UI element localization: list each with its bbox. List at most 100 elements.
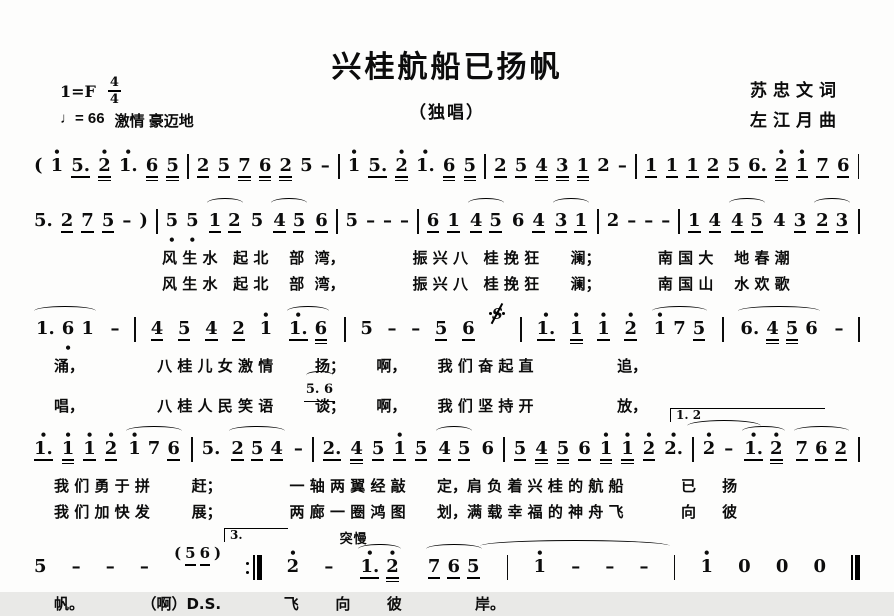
slur-group: 7 6 5 bbox=[425, 544, 482, 590]
note: 1 bbox=[665, 149, 679, 189]
duration-underlines bbox=[270, 459, 283, 466]
note: 5 bbox=[434, 312, 448, 352]
duration-underlines bbox=[665, 176, 679, 183]
note-digit: 1 bbox=[347, 155, 361, 176]
octave-dot-above: • bbox=[39, 428, 48, 442]
note-digit: 1 bbox=[665, 155, 679, 176]
duration-underlines bbox=[34, 459, 53, 466]
duration-underlines bbox=[686, 176, 699, 183]
octave-dot-below: • bbox=[168, 233, 176, 247]
slur-group: 4 5 bbox=[271, 198, 308, 244]
note: 2 bbox=[494, 149, 507, 189]
note: 6 bbox=[481, 432, 494, 472]
note: 3 bbox=[835, 204, 849, 244]
duration-underlines bbox=[104, 459, 118, 466]
note-digit: 5 bbox=[513, 438, 527, 459]
slur-group: 1. 6• 1 bbox=[34, 306, 96, 354]
duration-underlines bbox=[368, 176, 388, 183]
underline bbox=[556, 459, 570, 461]
barline bbox=[673, 555, 676, 580]
note: 5 bbox=[414, 432, 428, 472]
underline bbox=[624, 339, 637, 341]
note-digit: 4 bbox=[532, 210, 545, 231]
note-digit: 5 bbox=[34, 556, 47, 577]
note-digit: 2 bbox=[606, 210, 620, 231]
duration-underlines bbox=[570, 339, 583, 346]
duration-dash: – bbox=[627, 210, 637, 231]
note-digit: 5 bbox=[457, 438, 471, 459]
note: 6 bbox=[462, 312, 475, 352]
note-digit: 5 bbox=[727, 155, 741, 176]
note: •1 bbox=[83, 429, 96, 472]
underline bbox=[570, 342, 583, 345]
note-digit: 6 bbox=[805, 318, 818, 339]
note-digit: 1 bbox=[128, 438, 141, 459]
composer-credit: 左江月曲 bbox=[750, 111, 842, 130]
duration-dash: – bbox=[571, 556, 581, 577]
duration-underlines bbox=[785, 339, 799, 346]
note-digit: 1 bbox=[686, 155, 699, 176]
duration-underlines bbox=[395, 176, 408, 183]
underline bbox=[708, 231, 722, 233]
slur-group: 4 5 bbox=[467, 198, 504, 244]
note-digit: 7 bbox=[81, 210, 94, 231]
underline bbox=[386, 577, 399, 579]
note: 5 bbox=[217, 149, 231, 189]
note: •2 bbox=[287, 547, 300, 590]
note: •1 bbox=[534, 547, 547, 590]
note: 2 bbox=[597, 149, 610, 189]
underline bbox=[232, 339, 245, 341]
duration-dash: – bbox=[400, 210, 410, 231]
barline bbox=[596, 209, 599, 234]
slur-group: •1.•2 bbox=[742, 426, 785, 472]
note-digit: 5 bbox=[514, 155, 528, 176]
note: •1 bbox=[61, 429, 75, 472]
barline bbox=[155, 209, 158, 234]
duration-underlines bbox=[514, 176, 528, 183]
duration-underlines bbox=[469, 231, 483, 238]
duration-underlines bbox=[447, 231, 460, 238]
duration-underlines bbox=[795, 176, 809, 183]
note-digit: 2 bbox=[386, 556, 399, 577]
note-digit: 5. bbox=[34, 210, 53, 231]
lyrics-line: 涌， 八 桂 儿 女 激 情 扬； 啊， 我 们 奋 起 直 追， bbox=[54, 357, 648, 375]
note-digit: 1 bbox=[700, 556, 714, 577]
underline bbox=[775, 179, 788, 182]
note: •2 bbox=[642, 429, 656, 472]
note-digit: 5 bbox=[292, 210, 306, 231]
note-digit: 4 bbox=[469, 210, 483, 231]
note-digit: 1. bbox=[360, 556, 380, 577]
barline bbox=[678, 209, 680, 234]
underline bbox=[438, 459, 451, 461]
octave-dot-above: • bbox=[53, 145, 61, 159]
barline bbox=[343, 317, 346, 342]
note-digit: 6. bbox=[740, 318, 760, 339]
underline bbox=[462, 339, 475, 341]
octave-dot-above: • bbox=[623, 428, 632, 442]
note-digit: 5 bbox=[345, 210, 359, 231]
note-digit: 1 bbox=[574, 210, 587, 231]
note-digit: 0 bbox=[813, 556, 826, 577]
barline bbox=[857, 154, 860, 179]
underline bbox=[621, 459, 634, 461]
note: 4 bbox=[469, 204, 483, 244]
underline bbox=[205, 339, 218, 341]
notes-row: •1.•1•1•2•1 7 6 5. 2 5 4– 2. 4 5•1 5 4 5… bbox=[34, 408, 860, 472]
barline bbox=[311, 437, 314, 462]
duration-underlines bbox=[574, 231, 587, 238]
note-digit: 2 bbox=[775, 155, 788, 176]
note: 2. bbox=[322, 432, 342, 472]
note: 4 bbox=[350, 432, 363, 472]
note-digit: 5 bbox=[371, 438, 385, 459]
note-digit: 5 bbox=[414, 438, 428, 459]
note-digit: 7 bbox=[816, 155, 829, 176]
underline bbox=[642, 459, 656, 461]
duration-underlines bbox=[642, 459, 656, 466]
note-digit: 1 bbox=[644, 155, 658, 176]
note-digit: 4 bbox=[535, 438, 548, 459]
duration-underlines bbox=[250, 459, 264, 466]
tempo-marking: ♩= 66 激情 豪迈地 bbox=[60, 110, 194, 131]
note-digit: 2 bbox=[60, 210, 74, 231]
duration-underlines bbox=[597, 176, 610, 183]
duration-underlines bbox=[360, 577, 380, 584]
